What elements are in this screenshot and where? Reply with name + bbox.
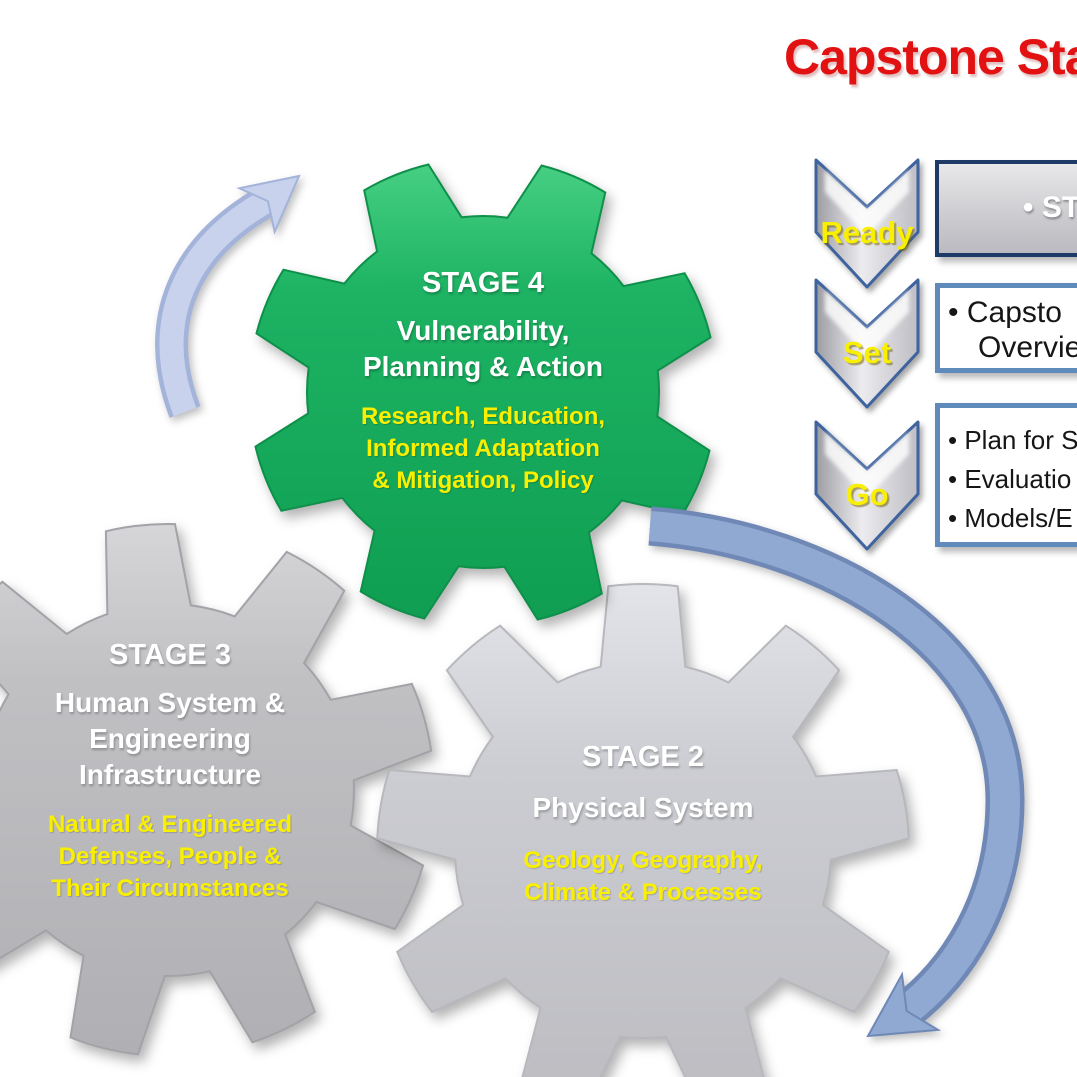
chevron-set-label: Set — [842, 335, 892, 371]
curved-arrow-up-icon — [155, 174, 301, 418]
chevron-shape — [814, 158, 920, 289]
stage-box-ready: • ST — [935, 160, 1077, 257]
chevron-go: Go — [813, 420, 921, 552]
gear-stage3-text: STAGE 3 Human System & Engineering Infra… — [15, 638, 325, 905]
gear-stage4 — [254, 163, 712, 621]
gear-stage2 — [376, 583, 910, 1077]
chevron-set: Set — [813, 278, 921, 410]
slide-title: Capstone Sta — [784, 29, 1077, 85]
chevron-shape — [814, 278, 920, 409]
stage4-details: Research, Education, Informed Adaptation… — [360, 403, 606, 494]
stage-box-go: • Plan for S • Evaluatio • Models/E — [935, 403, 1077, 547]
chevron-ready-label: Ready — [820, 215, 914, 251]
stage2-heading: STAGE 2 — [582, 741, 704, 773]
gear-stage2-text: STAGE 2 Physical System Geology, Geograp… — [473, 740, 813, 909]
stage2-details: Geology, Geography, Climate & Processes — [523, 847, 763, 906]
stage-box-set-lines: • Capsto Overvie — [948, 296, 1077, 364]
gear-stage3 — [0, 523, 433, 1056]
stage-box-go-lines: • Plan for S • Evaluatio • Models/E — [948, 425, 1077, 533]
chevron-shape — [814, 420, 920, 551]
stage4-heading: STAGE 4 — [422, 267, 544, 299]
stage3-details: Natural & Engineered Defenses, People & … — [47, 811, 293, 902]
stage2-name: Physical System — [532, 792, 754, 823]
stage3-name: Human System & Engineering Infrastructur… — [54, 687, 286, 790]
stage-box-ready-line: • ST — [1023, 191, 1077, 224]
gear-stage4-text: STAGE 4 Vulnerability, Planning & Action… — [313, 266, 653, 497]
chevron-ready: Ready — [813, 158, 921, 290]
chevron-go-label: Go — [845, 477, 889, 513]
stage4-name: Vulnerability, Planning & Action — [362, 315, 604, 382]
stage3-heading: STAGE 3 — [109, 639, 231, 671]
curved-arrow-down-icon — [648, 506, 1025, 1038]
stage-box-set: • Capsto Overvie — [935, 283, 1077, 373]
